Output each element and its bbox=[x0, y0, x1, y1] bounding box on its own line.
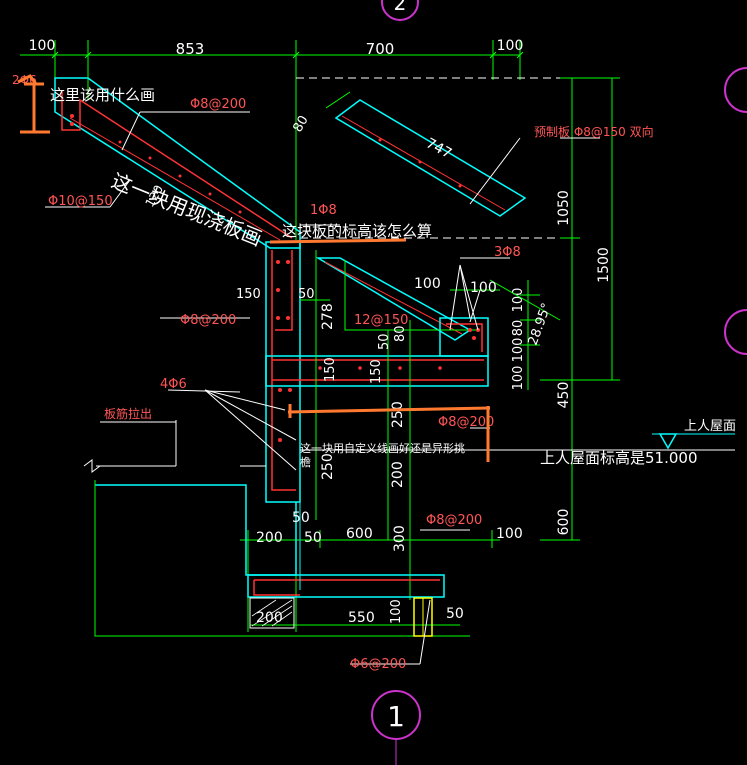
dim-200-c: 200 bbox=[256, 610, 283, 626]
roof-label: 上人屋面 bbox=[684, 419, 736, 434]
orange-markup bbox=[17, 74, 491, 462]
roof-elevation-marker bbox=[300, 433, 735, 451]
rebar-label-phi6-200: Φ6@200 bbox=[350, 657, 406, 672]
dim-top-700: 700 bbox=[366, 40, 395, 58]
dim-right-1500: 1500 bbox=[596, 247, 612, 283]
dim-278: 278 bbox=[320, 303, 336, 330]
dim-angle: 28.95° bbox=[526, 301, 555, 347]
dim-300: 300 bbox=[392, 525, 408, 552]
dim-100-d: 100 bbox=[389, 599, 404, 624]
beam-wall-section bbox=[265, 241, 301, 503]
rebar-label-precast: 预制板 Φ8@150 双向 bbox=[534, 124, 654, 139]
rebar-label-phi8-200-top: Φ8@200 bbox=[190, 97, 246, 112]
left-wall-outline bbox=[83, 420, 266, 473]
horizontal-beam-ledge bbox=[265, 317, 489, 387]
dim-600: 600 bbox=[346, 526, 373, 542]
dim-50-b: 50 bbox=[377, 333, 392, 350]
grid-bubble-top-label: 2 bbox=[394, 0, 407, 15]
rebar-label-3phi8: 3Φ8 bbox=[494, 245, 521, 260]
dim-100-a: 100 bbox=[414, 276, 441, 292]
dim-50-d: 50 bbox=[304, 530, 322, 546]
rebar-label-phi8-200-bottom: Φ8@200 bbox=[426, 513, 482, 528]
dim-80-b: 80 bbox=[393, 325, 408, 342]
rebar-label-phi8-200-mid: Φ8@200 bbox=[180, 313, 236, 328]
grid-bubble-top: 2 bbox=[381, 0, 419, 21]
annotation-roof-elevation: 上人屋面标高是51.000 bbox=[540, 449, 698, 467]
dim-200-b: 200 bbox=[256, 530, 283, 546]
grid-bubble-right-top bbox=[724, 67, 747, 113]
dim-150-a: 150 bbox=[236, 287, 261, 302]
rebar-label-12-150: 12@150 bbox=[354, 313, 408, 328]
grid-bubble-bottom-label: 1 bbox=[387, 700, 405, 733]
lower-structure bbox=[94, 480, 470, 637]
dim-100-b: 100 bbox=[470, 280, 497, 296]
dim-50-c: 50 bbox=[292, 510, 310, 526]
dim-right-1050: 1050 bbox=[556, 190, 572, 226]
grid-bubble-bottom: 1 bbox=[371, 690, 421, 740]
dim-50-a: 50 bbox=[298, 287, 315, 302]
dim-150-b: 150 bbox=[323, 357, 338, 382]
dim-100-c: 100 bbox=[496, 526, 523, 542]
annotation-eave: 檐 bbox=[300, 455, 311, 469]
rebar-label-phi8-200-low: Φ8@200 bbox=[438, 415, 494, 430]
grid-bubble-right-mid bbox=[724, 309, 747, 355]
rebar-label-phi10-150: Φ10@150 bbox=[48, 194, 113, 209]
precast-sloped-slab bbox=[325, 91, 527, 217]
inner-dimension-lines bbox=[240, 250, 561, 632]
dim-747: 747 bbox=[423, 135, 454, 162]
right-dimension-chain bbox=[520, 77, 620, 541]
rebar-leaders bbox=[45, 111, 600, 665]
dim-250-a: 250 bbox=[320, 453, 336, 480]
dim-right-100c: 100 bbox=[511, 288, 526, 313]
rebar-label-board-edge: 板筋拉出 bbox=[104, 406, 152, 421]
dim-right-600: 600 bbox=[556, 509, 572, 536]
rebar-label-4phi6: 4Φ6 bbox=[160, 377, 187, 392]
dim-right-450: 450 bbox=[556, 382, 572, 409]
dim-200-a: 200 bbox=[390, 461, 406, 488]
dim-250-b: 250 bbox=[390, 401, 406, 428]
annotation-custom-line: 这一块用自定义线画好还是异形挑 bbox=[300, 441, 465, 455]
dim-top-100-left: 100 bbox=[29, 38, 56, 54]
annotation-slab-elevation: 这块板的标高该怎么算 bbox=[282, 222, 432, 240]
dim-right-100b: 100 bbox=[511, 366, 526, 391]
dim-top-853: 853 bbox=[176, 40, 205, 58]
dim-150-c: 150 bbox=[369, 359, 384, 384]
rebar-label-1phi8: 1Φ8 bbox=[310, 203, 337, 218]
dim-right-80: 80 bbox=[511, 320, 526, 337]
dim-550: 550 bbox=[348, 610, 375, 626]
top-dimension-chain bbox=[20, 40, 524, 240]
annotation-what-to-draw: 这里该用什么画 bbox=[50, 86, 155, 104]
dim-right-100a: 100 bbox=[511, 338, 526, 363]
dim-50-e: 50 bbox=[446, 606, 464, 622]
dim-top-100-right: 100 bbox=[497, 38, 524, 54]
dim-80-top: 80 bbox=[290, 113, 311, 135]
annotation-cast-slab: 这一块用现浇板画 bbox=[108, 168, 265, 250]
